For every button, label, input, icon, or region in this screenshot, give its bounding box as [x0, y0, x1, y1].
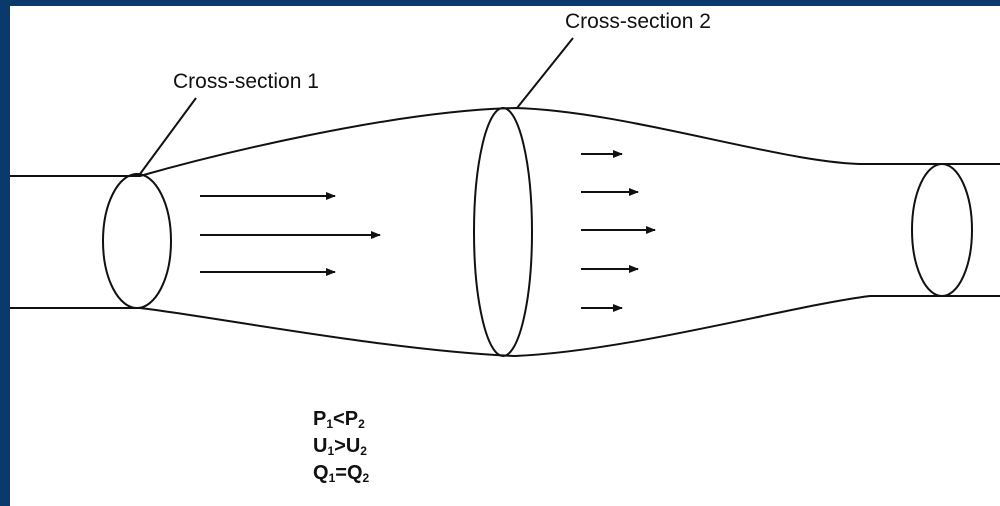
cross-section-2-ellipse [474, 108, 532, 356]
cross-section-2-label: Cross-section 2 [565, 10, 711, 34]
pipe-top-wall [10, 108, 1000, 176]
relation-op: < [333, 408, 345, 430]
relation-line: U1>U2 [313, 435, 369, 462]
cross-section-2-leader [517, 38, 573, 108]
relation-a: U [313, 435, 327, 457]
relation-b: Q [347, 462, 363, 484]
cross-section-1-ellipse [103, 174, 171, 308]
cross-section-1-label: Cross-section 1 [173, 70, 319, 94]
relation-b: P [345, 408, 358, 430]
relation-b-sub: 2 [360, 444, 367, 458]
relation-op: > [334, 435, 346, 457]
relation-b: U [346, 435, 360, 457]
relation-a: Q [313, 462, 329, 484]
pipe-diagram [10, 6, 1000, 506]
relation-b-sub: 2 [363, 471, 370, 485]
relation-b-sub: 2 [358, 417, 365, 431]
relation-op: = [335, 462, 347, 484]
relation-line: Q1=Q2 [313, 462, 369, 489]
outlet-cross-section-ellipse [912, 164, 972, 296]
pipe-bottom-wall [10, 296, 1000, 356]
relation-line: P1<P2 [313, 408, 369, 435]
relation-a: P [313, 408, 326, 430]
